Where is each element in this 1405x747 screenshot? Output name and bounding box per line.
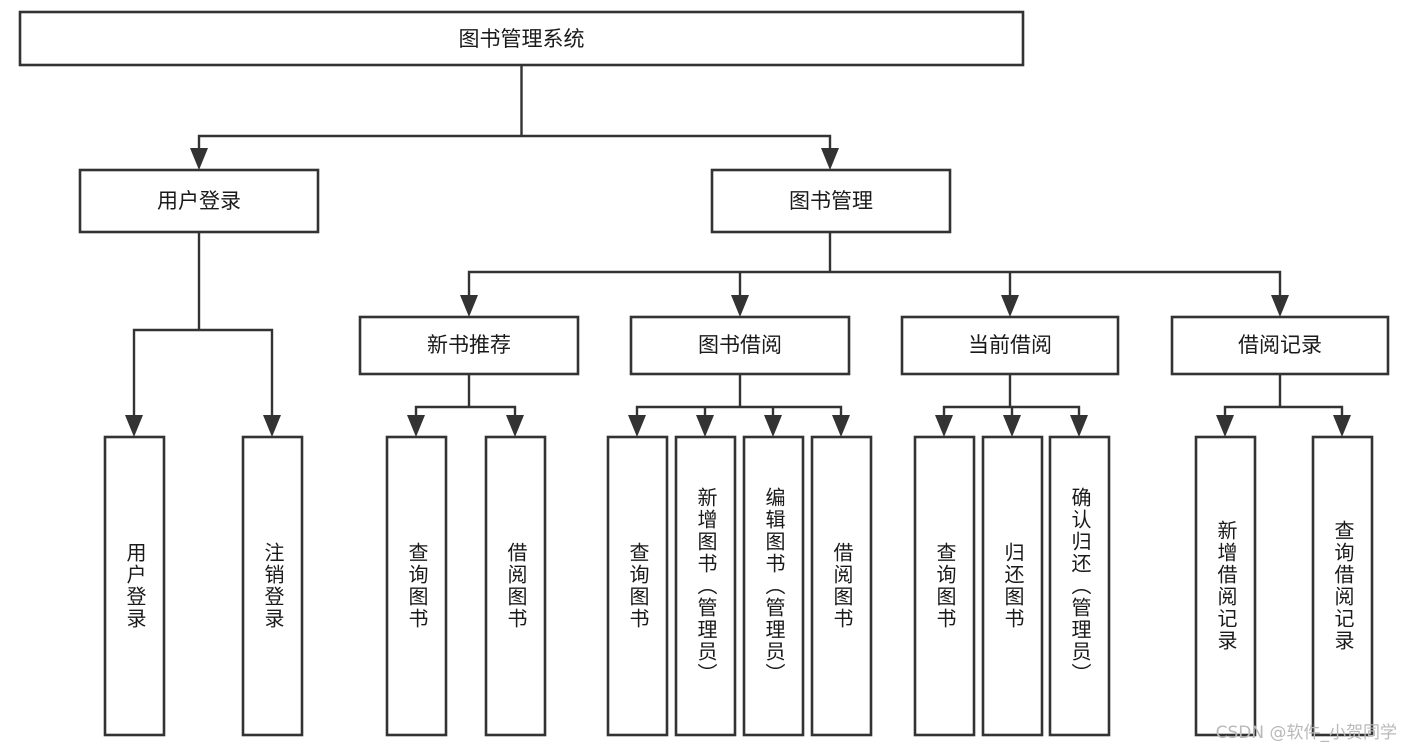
arrow-user-login-to-leaf-1	[125, 415, 143, 437]
node-box-borrow-record[interactable]	[1170, 315, 1390, 376]
arrow-user-login-to-leaf-2	[263, 415, 281, 437]
arrow-root-to-book-mgmt	[821, 148, 839, 170]
arrow-current-borrow-to-leaf-1	[935, 415, 953, 437]
node-label-user-login: 用户登录	[157, 189, 241, 213]
arrow-book-mgmt-to-borrow	[731, 295, 749, 317]
edge-new-book-trunk	[414, 372, 517, 425]
node-box-leaf-query-book-2[interactable]	[606, 435, 669, 737]
node-box-current-borrow[interactable]	[900, 315, 1120, 376]
edge-book-mgmt-trunk	[467, 230, 1282, 305]
arrow-borrow-to-leaf-2	[696, 415, 714, 437]
node-box-leaf-user-login[interactable]	[103, 435, 166, 737]
node-box-new-book-recommend[interactable]	[358, 315, 580, 376]
watermark-text: CSDN @软件_小贺同学	[1215, 723, 1397, 743]
node-box-leaf-add-book-admin[interactable]	[674, 435, 737, 737]
node-box-leaf-add-borrow-record[interactable]	[1194, 435, 1257, 737]
arrow-book-mgmt-to-new-book	[460, 295, 478, 317]
edge-borrow-record-trunk	[1223, 372, 1344, 425]
arrow-new-book-to-leaf-1	[407, 415, 425, 437]
node-label-new-book-recommend: 新书推荐	[427, 333, 511, 357]
arrow-borrow-to-leaf-1	[628, 415, 646, 437]
node-box-root[interactable]	[18, 10, 1025, 67]
node-box-leaf-edit-book-admin[interactable]	[742, 435, 805, 737]
arrow-root-to-user-login	[190, 148, 208, 170]
node-label-current-borrow: 当前借阅	[968, 333, 1052, 357]
arrow-borrow-record-to-leaf-2	[1333, 415, 1351, 437]
nodes-layer: 图书管理系统 用户登录 图书管理 新书推荐 图书借阅 当前借阅 借阅记录	[18, 10, 1390, 737]
node-label-book-management: 图书管理	[789, 189, 873, 213]
edge-user-login-trunk	[132, 230, 274, 425]
arrow-book-mgmt-to-borrow-record	[1271, 295, 1289, 317]
node-box-leaf-query-book-3[interactable]	[913, 435, 976, 737]
node-box-leaf-borrow-book-1[interactable]	[484, 435, 547, 737]
node-box-leaf-query-borrow-record[interactable]	[1311, 435, 1374, 737]
node-label-root: 图书管理系统	[459, 27, 585, 51]
arrow-current-borrow-to-leaf-2	[1003, 415, 1021, 437]
node-label-book-borrow: 图书借阅	[698, 333, 782, 357]
arrow-borrow-record-to-leaf-1	[1216, 415, 1234, 437]
node-box-leaf-return-book[interactable]	[981, 435, 1044, 737]
arrow-borrow-to-leaf-4	[832, 415, 850, 437]
arrow-book-mgmt-to-current-borrow	[1001, 295, 1019, 317]
node-box-book-borrow[interactable]	[629, 315, 851, 376]
edge-borrow-trunk	[635, 372, 843, 425]
node-box-book-management[interactable]	[710, 168, 952, 234]
arrow-current-borrow-to-leaf-3	[1070, 415, 1088, 437]
edges-layer	[125, 63, 1351, 437]
node-box-leaf-borrow-book-2[interactable]	[810, 435, 873, 737]
node-box-user-login[interactable]	[78, 168, 320, 234]
arrow-new-book-to-leaf-2	[506, 415, 524, 437]
node-label-borrow-record: 借阅记录	[1238, 333, 1322, 357]
node-box-leaf-query-book-1[interactable]	[385, 435, 448, 737]
node-box-leaf-confirm-return-admin[interactable]	[1048, 435, 1111, 737]
edge-root-trunk	[197, 63, 832, 158]
node-box-leaf-logout[interactable]	[241, 435, 304, 737]
arrow-borrow-to-leaf-3	[764, 415, 782, 437]
